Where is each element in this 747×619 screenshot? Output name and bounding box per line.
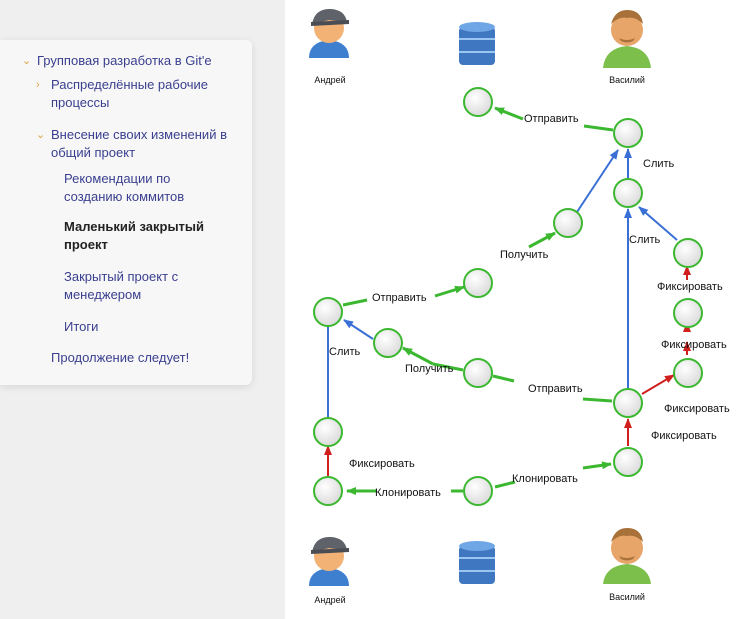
arrow-merge [343, 319, 374, 340]
label-commit: Фиксировать [661, 339, 727, 351]
person-label-andrey: Андрей [314, 595, 345, 605]
label-commit: Фиксировать [657, 281, 723, 293]
workflow-diagram: Андрей Василий Андрей Василий [285, 0, 747, 619]
toc-item-summary[interactable]: Итоги [64, 319, 99, 334]
arrow-push-line [342, 298, 368, 307]
label-pull: Получить [405, 363, 454, 375]
chevron-right-icon[interactable]: › [36, 79, 40, 91]
toc-item-group-development[interactable]: Групповая разработка в Git'е [37, 53, 212, 68]
label-commit: Фиксировать [664, 403, 730, 415]
label-pull: Получить [500, 249, 549, 261]
commit-node [553, 208, 583, 238]
arrow-merge [638, 206, 678, 241]
commit-node [463, 476, 493, 506]
arrow-commit [641, 374, 675, 395]
person-andrey-icon [309, 8, 349, 58]
arrows [324, 106, 691, 495]
toc-item-contributing[interactable]: Внесение своих изменений в общий проект [51, 127, 227, 160]
commit-node [463, 268, 493, 298]
commit-node [613, 447, 643, 477]
commit-node [673, 298, 703, 328]
person-label-vasily: Василий [609, 75, 645, 85]
edge-labels: Отправить Слить Слить Получить Фиксирова… [329, 113, 730, 499]
person-andrey-icon [309, 536, 349, 586]
label-merge: Слить [629, 234, 661, 246]
person-label-andrey: Андрей [314, 75, 345, 85]
commit-node [613, 388, 643, 418]
chevron-down-icon[interactable]: ⌄ [22, 55, 32, 67]
label-commit: Фиксировать [651, 430, 717, 442]
commit-node [673, 238, 703, 268]
label-merge: Слить [329, 346, 361, 358]
commit-node [673, 358, 703, 388]
toc-item-distributed-workflows[interactable]: Распределённые рабочие процессы [51, 77, 209, 110]
server-database-icon [459, 541, 495, 584]
label-push: Отправить [528, 383, 583, 395]
label-merge: Слить [643, 158, 675, 170]
commit-node [313, 417, 343, 447]
arrow-push-line [492, 374, 515, 383]
person-vasily-icon [603, 528, 651, 584]
toc-item-small-private-project: Маленький закрытый проект [64, 219, 205, 252]
commit-node [313, 476, 343, 506]
arrow-pull-line [432, 362, 464, 372]
commit-nodes [313, 87, 703, 506]
table-of-contents: ⌄ Групповая разработка в Git'е › Распред… [0, 40, 252, 385]
arrow-merge [576, 149, 619, 213]
label-push: Отправить [372, 292, 427, 304]
commit-node [613, 118, 643, 148]
commit-node [463, 87, 493, 117]
commit-node [613, 178, 643, 208]
commit-node [463, 358, 493, 388]
label-push: Отправить [524, 113, 579, 125]
arrow-pull [528, 231, 556, 249]
label-commit: Фиксировать [349, 458, 415, 470]
arrow-push-line [583, 124, 614, 132]
arrow-clone [582, 461, 612, 470]
toc-item-private-managed-project[interactable]: Закрытый проект с менеджером [64, 269, 179, 302]
toc-item-commit-guidelines[interactable]: Рекомендации по созданию коммитов [64, 171, 185, 204]
diagram-canvas: Андрей Василий Андрей Василий [309, 8, 730, 605]
label-clone: Клонировать [375, 487, 441, 499]
arrow-push-line [582, 397, 613, 403]
arrow-clone-line [494, 480, 516, 489]
person-label-vasily: Василий [609, 592, 645, 602]
commit-node [373, 328, 403, 358]
chevron-down-icon[interactable]: ⌄ [36, 129, 46, 141]
arrow-pull [402, 346, 434, 366]
server-database-icon [459, 22, 495, 65]
arrow-push [434, 285, 465, 298]
person-vasily-icon [603, 10, 651, 68]
toc-item-to-be-continued[interactable]: Продолжение следует! [51, 350, 190, 365]
label-clone: Клонировать [512, 473, 578, 485]
arrow-push [494, 106, 524, 121]
commit-node [313, 297, 343, 327]
